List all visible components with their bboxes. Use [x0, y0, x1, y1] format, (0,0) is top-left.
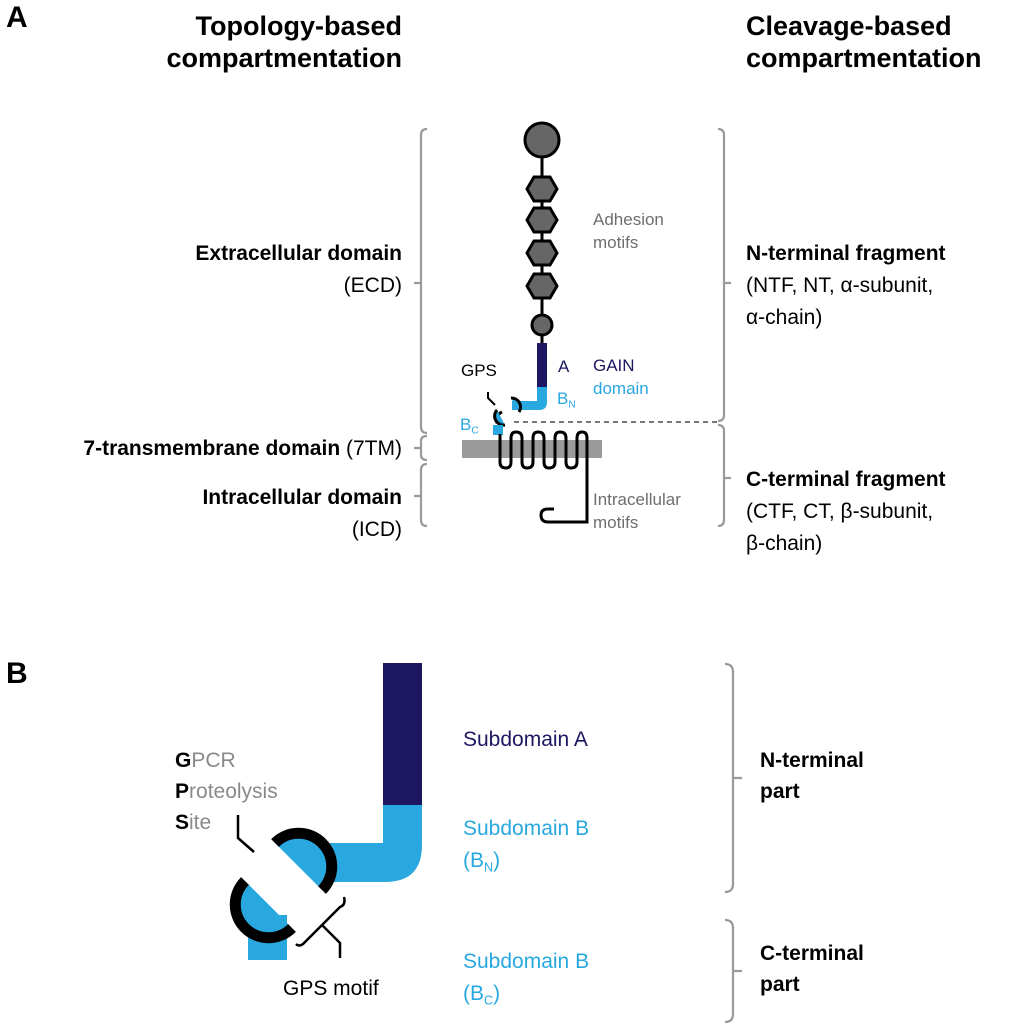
gps-label: GPS [461, 361, 497, 380]
ntf-name: N-terminal fragment [746, 242, 946, 265]
ntf-label: N-terminal fragment (NTF, NT, α-subunit,… [746, 238, 946, 334]
gain-line1: GAIN [593, 356, 635, 375]
topology-heading-line2: compartmentation [166, 43, 402, 73]
bn-line1: Subdomain B [463, 817, 590, 840]
ctf-aliases-2: β-chain) [746, 532, 823, 555]
bracket-7tm [414, 434, 428, 462]
gps-motif-label: GPS motif [283, 977, 379, 1000]
adhesion-motifs-label: Adhesion motifs [593, 208, 664, 254]
icd-label: Intracellular domain (ICD) [202, 482, 402, 546]
ctf-label: C-terminal fragment (CTF, CT, β-subunit,… [746, 464, 946, 560]
b-subdomain-bc-label: Subdomain B (BC) [463, 946, 589, 1010]
bc-sub: C [471, 425, 479, 437]
ecd-abbr: (ECD) [343, 274, 402, 297]
bc-label: BC [460, 412, 479, 437]
cleavage-heading-line2: compartmentation [746, 43, 982, 73]
intracellular-motifs-label: Intracellular motifs [593, 488, 681, 534]
seven-tm-helix [498, 430, 589, 524]
bn-close: ) [493, 849, 501, 872]
topology-heading-line1: Topology-based [195, 11, 403, 41]
n-terminal-part-label: N-terminal part [760, 745, 864, 807]
icd-abbr: (ICD) [351, 518, 402, 541]
ntf-aliases-1: (NTF, NT, α-subunit, [746, 274, 934, 297]
intracellular-line2: motifs [593, 513, 639, 532]
c-part-line1: C-terminal [760, 942, 864, 965]
adhesion-hexagons [525, 175, 559, 300]
gps-ring-lower [229, 877, 296, 944]
bn-sub: N [568, 399, 576, 411]
intracellular-line1: Intracellular [593, 490, 681, 509]
ctf-aliases-1: (CTF, CT, β-subunit, [746, 500, 934, 523]
bc-line1: Subdomain B [463, 950, 590, 973]
bracket-icd [414, 462, 428, 528]
bn-open: (B [463, 849, 484, 872]
cleavage-heading: Cleavage-based compartmentation [746, 10, 982, 74]
adhesion-line1: Adhesion [593, 210, 664, 229]
hexagon-motif [525, 206, 559, 234]
acronym-g: G [175, 749, 192, 772]
hexagon-motif [525, 239, 559, 267]
n-part-line1: N-terminal [760, 749, 864, 772]
gain-subdomain-a [537, 343, 547, 387]
gps-pointer [487, 392, 496, 406]
ctf-name: C-terminal fragment [746, 468, 946, 491]
n-part-line2: part [760, 780, 800, 803]
topology-heading: Topology-based compartmentation [166, 10, 402, 74]
gps-motif-bracket [295, 896, 346, 958]
acronym-s: S [175, 811, 190, 834]
bracket-n-part [724, 662, 742, 894]
c-terminal-part-label: C-terminal part [760, 938, 864, 1000]
acronym-gpcr-rest: PCR [191, 749, 236, 772]
cleavage-heading-line1: Cleavage-based [746, 11, 952, 41]
bc-open: (B [463, 982, 484, 1005]
b-subdomain-a-label: Subdomain A [463, 728, 588, 751]
adhesion-line2: motifs [593, 233, 639, 252]
hexagon-motif [525, 272, 559, 300]
bracket-ctf [717, 423, 731, 528]
gps-ring-upper [271, 827, 338, 894]
ecd-name: Extracellular domain [195, 242, 402, 265]
hexagon-motif [525, 175, 559, 203]
gain-domain-label: GAIN domain [593, 354, 649, 400]
motif-small-circle [530, 313, 554, 337]
bn-base: B [557, 389, 569, 408]
tm-label: 7-transmembrane domain (7TM) [83, 433, 402, 465]
gps-acronym: GPCR Proteolysis Site [175, 745, 278, 838]
subdomain-a-label: A [558, 357, 570, 376]
tm-name: 7-transmembrane domain [83, 437, 341, 460]
gain-subdomain-bc [493, 425, 503, 435]
bc-base: B [460, 415, 472, 434]
b-subdomain-bn-bar [320, 805, 422, 882]
gain-line2: domain [593, 379, 649, 398]
bn-sub-b: N [484, 860, 494, 875]
bracket-c-part [724, 918, 742, 1024]
acronym-proteolysis-rest: roteolysis [189, 780, 278, 803]
acronym-site-rest: ite [189, 811, 212, 834]
bn-label: BN [557, 386, 576, 411]
acronym-p: P [175, 780, 190, 803]
bracket-ntf [717, 127, 731, 423]
bracket-ecd [414, 127, 428, 435]
bc-sub-b: C [484, 993, 494, 1008]
tm-abbr: (7TM) [346, 437, 402, 460]
panel-a-label: A [6, 1, 28, 34]
gps-site-pointer [236, 815, 255, 853]
panel-b-label: B [6, 657, 28, 690]
bc-close: ) [493, 982, 501, 1005]
b-subdomain-a-bar [383, 663, 422, 805]
b-subdomain-bn-label: Subdomain B (BN) [463, 813, 589, 877]
motif-large-circle [523, 121, 561, 159]
ecd-label: Extracellular domain (ECD) [195, 238, 402, 302]
icd-name: Intracellular domain [202, 486, 402, 509]
ntf-aliases-2: α-chain) [746, 306, 823, 329]
c-part-line2: part [760, 973, 800, 996]
